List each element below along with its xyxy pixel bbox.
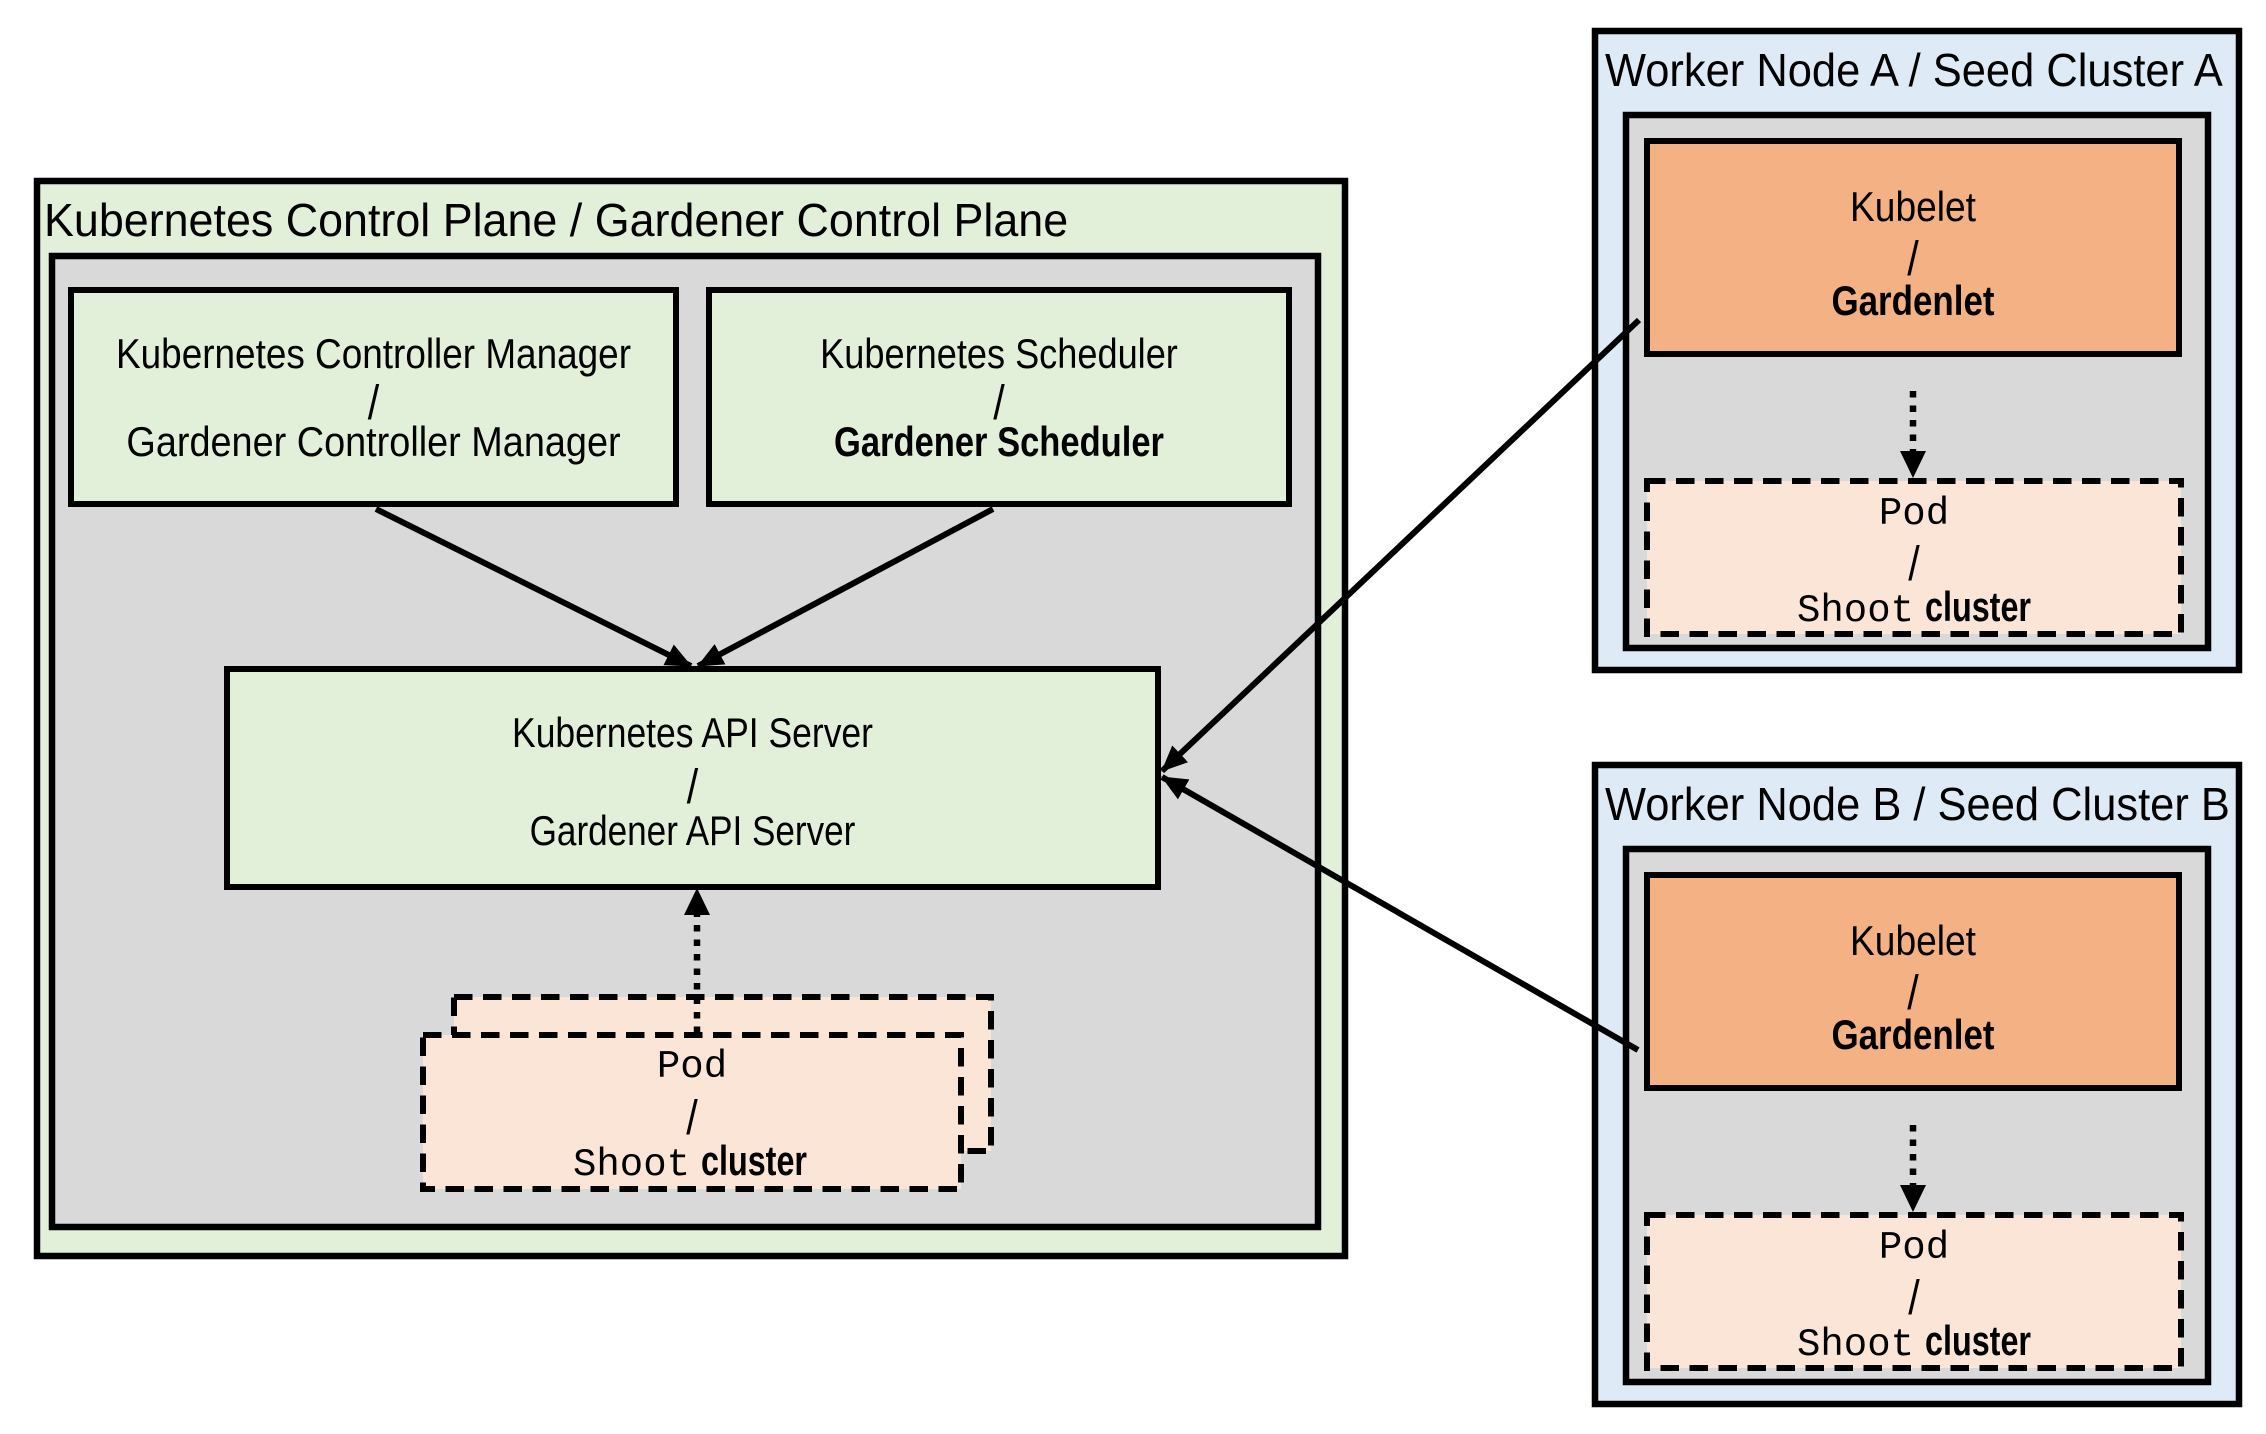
svg-text:Gardener Scheduler: Gardener Scheduler	[834, 419, 1164, 466]
svg-text:/: /	[1907, 232, 1919, 286]
svg-text:/: /	[1908, 1271, 1920, 1325]
svg-text:/: /	[1907, 966, 1919, 1020]
svg-text:Gardener API Server: Gardener API Server	[530, 808, 856, 855]
svg-text:Pod: Pod	[657, 1045, 727, 1089]
svg-text:Worker Node A / Seed Cluster A: Worker Node A / Seed Cluster A	[1605, 45, 2223, 96]
svg-text:Kubelet: Kubelet	[1850, 918, 1976, 965]
svg-text:Gardenlet: Gardenlet	[1831, 278, 1994, 325]
svg-text:cluster: cluster	[701, 1137, 807, 1184]
svg-text:Kubernetes API Server: Kubernetes API Server	[512, 710, 873, 756]
svg-text:cluster: cluster	[1925, 583, 2031, 630]
svg-text:Pod: Pod	[1879, 1226, 1949, 1270]
svg-text:Gardenlet: Gardenlet	[1831, 1012, 1994, 1059]
svg-text:Gardener Controller Manager: Gardener Controller Manager	[126, 419, 620, 465]
svg-text:Shoot: Shoot	[1797, 589, 1914, 633]
svg-text:/: /	[686, 1091, 698, 1145]
svg-text:Worker Node B / Seed Cluster B: Worker Node B / Seed Cluster B	[1605, 779, 2230, 830]
svg-text:Kubernetes Control Plane / Gar: Kubernetes Control Plane / Gardener Cont…	[44, 194, 1068, 246]
svg-text:/: /	[993, 376, 1005, 430]
svg-text:Shoot: Shoot	[573, 1143, 690, 1187]
svg-text:Kubelet: Kubelet	[1850, 184, 1976, 231]
svg-text:Kubernetes Scheduler: Kubernetes Scheduler	[820, 332, 1178, 378]
svg-text:Shoot: Shoot	[1797, 1323, 1914, 1367]
svg-text:Kubernetes Controller Manager: Kubernetes Controller Manager	[116, 331, 631, 378]
svg-text:/: /	[368, 376, 380, 430]
svg-text:/: /	[1908, 537, 1920, 591]
svg-text:/: /	[687, 760, 699, 814]
svg-text:Pod: Pod	[1879, 492, 1949, 536]
svg-text:cluster: cluster	[1925, 1317, 2031, 1364]
